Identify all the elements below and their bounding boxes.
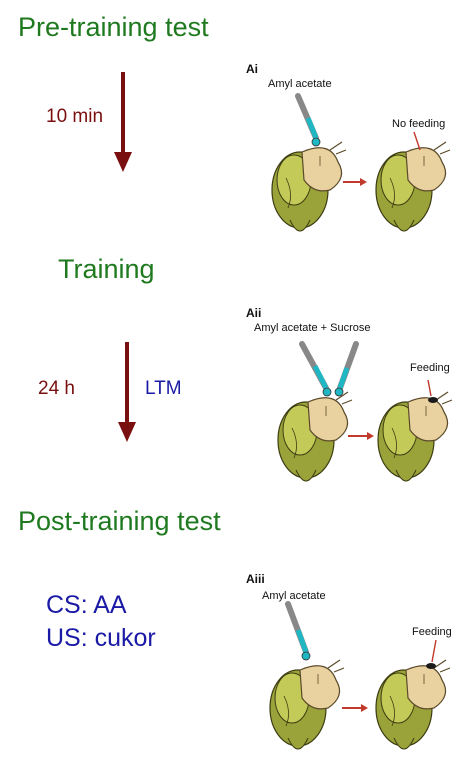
snail-after-icon <box>375 659 451 750</box>
pipette-right-icon <box>334 341 359 397</box>
small-arrow-icon <box>342 704 368 712</box>
pointer-line <box>431 639 437 663</box>
cs-label: CS: AA <box>46 591 127 619</box>
stage-post-training-test: Post-training test <box>18 506 221 536</box>
timing-ltm: LTM <box>145 378 182 399</box>
timing-24-h: 24 h <box>38 378 75 399</box>
snail-before-icon <box>277 391 353 482</box>
stage-pre-training-test: Pre-training test <box>18 12 209 42</box>
panel-aiii-figure <box>269 601 451 750</box>
panel-aii-stimulus: Amyl acetate + Sucrose <box>254 322 371 334</box>
snail-before-icon <box>271 141 347 232</box>
panel-ai-stimulus: Amyl acetate <box>268 78 332 90</box>
timeline-arrowhead-1 <box>114 152 132 172</box>
snail-after-icon <box>377 391 453 482</box>
snail-after-icon <box>375 141 451 232</box>
pipette-icon <box>295 93 321 147</box>
panel-ai-figure <box>271 93 451 232</box>
panel-aiii-stimulus: Amyl acetate <box>262 590 326 602</box>
timeline-arrowhead-2 <box>118 422 136 442</box>
timing-10-min: 10 min <box>46 106 104 127</box>
panel-ai-label: Ai <box>246 62 258 76</box>
pointer-line <box>413 131 421 151</box>
snail-before-icon <box>269 659 345 750</box>
panel-aii-outcome: Feeding <box>410 362 450 374</box>
small-arrow-icon <box>348 432 374 440</box>
panel-aiii-outcome: Feeding <box>412 626 452 638</box>
pipette-icon <box>285 601 311 661</box>
panel-aiii-label: Aiii <box>246 572 265 586</box>
panel-aii-figure <box>277 341 453 482</box>
panel-ai-outcome: No feeding <box>392 118 446 130</box>
small-arrow-icon <box>343 178 367 186</box>
us-label: US: cukor <box>46 624 156 652</box>
stage-training: Training <box>58 254 155 284</box>
feeding-mouth <box>428 397 438 403</box>
pipette-left-icon <box>299 341 332 397</box>
panel-aii-label: Aii <box>246 306 262 320</box>
feeding-mouth <box>426 663 436 669</box>
pointer-line <box>427 379 432 397</box>
